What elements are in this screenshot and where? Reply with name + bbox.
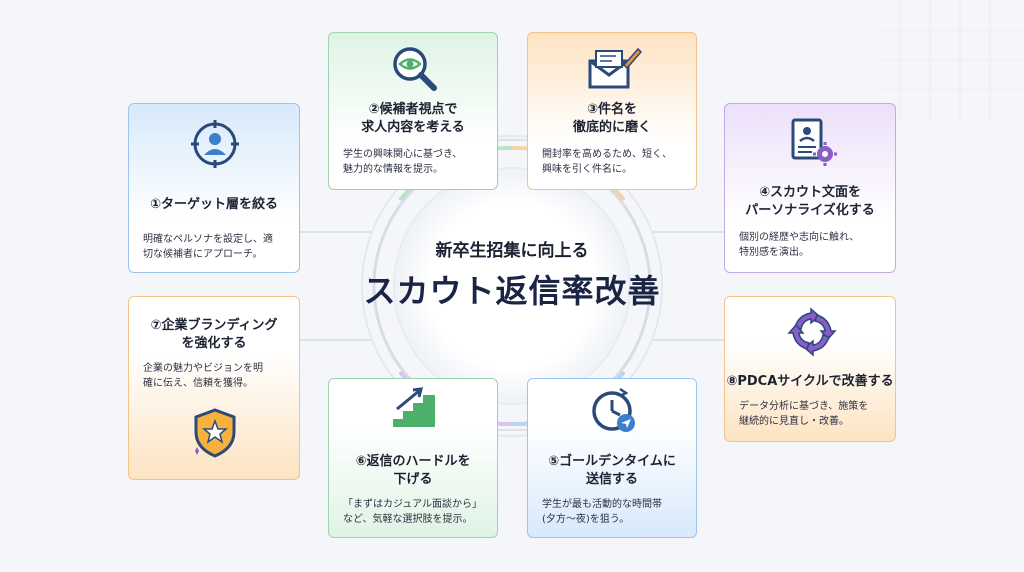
center-title: スカウト返信率改善	[363, 272, 661, 310]
card-target-audience: ①ターゲット層を絞る 明確なペルソナを設定し、適 切な候補者にアプローチ。	[128, 103, 300, 273]
card-title: ⑥返信のハードルを 下げる	[355, 454, 471, 487]
card-golden-time: ⑤ゴールデンタイムに 送信する 学生が最も活動的な時間帯 (夕方〜夜)を狙う。	[527, 378, 697, 538]
card-title: ②候補者視点で 求人内容を考える	[361, 102, 465, 135]
card-subject-line: ③件名を 徹底的に磨く 開封率を高めるため、短く、 興味を引く件名に。	[527, 32, 697, 190]
center-subtitle: 新卒生招集に向上る	[435, 241, 589, 261]
target-person-icon	[191, 120, 239, 168]
center-circle	[393, 167, 631, 405]
card-title: ④スカウト文面を パーソナライズ化する	[745, 185, 875, 218]
card-description: 学生が最も活動的な時間帯 (夕方〜夜)を狙う。	[542, 499, 662, 525]
stairs-arrow-icon	[393, 387, 435, 427]
outer-ring	[361, 135, 663, 437]
card-description: 開封率を高めるため、短く、 興味を引く件名に。	[542, 149, 672, 175]
card-candidate-view: ②候補者視点で 求人内容を考える 学生の興味関心に基づき、 魅力的な情報を提示。	[328, 32, 498, 190]
card-title: ①ターゲット層を絞る	[149, 197, 278, 212]
card-title: ③件名を 徹底的に磨く	[572, 102, 651, 135]
magnifier-eye-icon	[393, 47, 437, 91]
card-description: 企業の魅力やビジョンを明 確に伝え、信頼を獲得。	[143, 363, 263, 389]
card-description: 明確なペルソナを設定し、適 切な候補者にアプローチ。	[143, 234, 273, 260]
card-description: データ分析に基づき、施策を 継続的に見直し・改善。	[739, 401, 869, 427]
card-personalize: ④スカウト文面を パーソナライズ化する 個別の経歴や志向に触れ、 特別感を演出。	[724, 103, 896, 273]
card-branding: ⑦企業ブランディング を強化する 企業の魅力やビジョンを明 確に伝え、信頼を獲得…	[128, 296, 300, 480]
envelope-pen-icon	[588, 47, 642, 89]
shield-star-icon	[194, 408, 236, 458]
card-title: ⑧PDCAサイクルで改善する	[726, 374, 894, 389]
connector-lines	[300, 139, 724, 431]
cycle-arrows-icon	[787, 307, 837, 357]
document-gear-icon	[791, 118, 837, 166]
card-description: 個別の経歴や志向に触れ、 特別感を演出。	[739, 232, 860, 258]
card-title: ⑦企業ブランディング を強化する	[150, 318, 278, 351]
background-grid	[880, 0, 1024, 120]
card-title: ⑤ゴールデンタイムに 送信する	[548, 454, 676, 487]
card-description: 学生の興味関心に基づき、 魅力的な情報を提示。	[343, 149, 463, 175]
card-pdca: ⑧PDCAサイクルで改善する データ分析に基づき、施策を 継続的に見直し・改善。	[724, 296, 896, 442]
clock-send-icon	[592, 387, 635, 432]
card-lower-hurdle: ⑥返信のハードルを 下げる 「まずはカジュアル面談から」 など、気軽な選択肢を提…	[328, 378, 498, 538]
card-description: 「まずはカジュアル面談から」 など、気軽な選択肢を提示。	[343, 499, 482, 525]
